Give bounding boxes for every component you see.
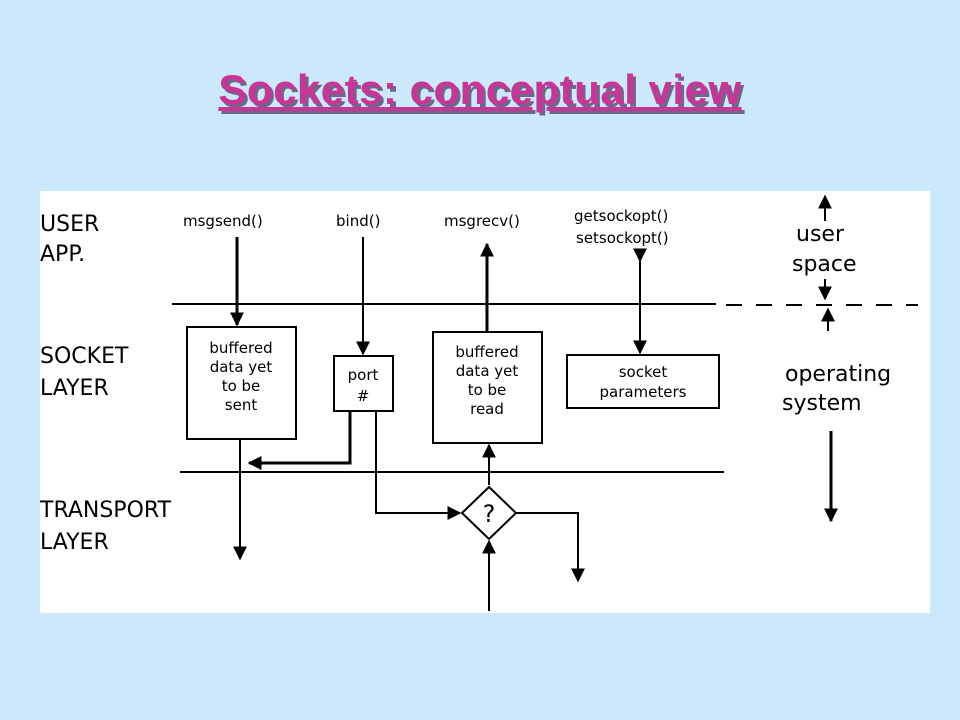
layer-label-user-line2: APP.	[40, 242, 85, 267]
demux-decision-diamond	[460, 485, 518, 541]
demux-decision-text: ?	[483, 500, 496, 528]
layer-label-transport-line2: LAYER	[40, 530, 109, 555]
layer-label-user-line1: USER	[40, 212, 99, 237]
decision-forward-arrow	[516, 512, 585, 583]
call-label-setsockopt: setsockopt()	[576, 229, 669, 247]
operating-system-label-1: operating	[785, 362, 891, 387]
layer-label-socket-line1: SOCKET	[40, 344, 129, 369]
socket-parameters-text-2: parameters	[599, 383, 686, 401]
operating-system-label-2: system	[782, 391, 862, 416]
socket-diagram: USER APP. SOCKET LAYER TRANSPORT LAYER m…	[40, 191, 930, 613]
call-label-msgrecv: msgrecv()	[444, 212, 520, 230]
recv-buffer-text-2: data yet	[456, 362, 519, 380]
layer-label-transport-line1: TRANSPORT	[40, 498, 172, 523]
send-buffer-text-4: sent	[225, 396, 258, 414]
call-label-getsockopt: getsockopt()	[574, 207, 668, 225]
recv-buffer-text-1: buffered	[455, 343, 518, 361]
port-text-2: #	[357, 387, 370, 405]
port-text-1: port	[348, 366, 379, 384]
diagram-canvas: USER APP. SOCKET LAYER TRANSPORT LAYER m…	[40, 194, 918, 611]
slide-title: Sockets: conceptual view	[218, 66, 742, 113]
call-label-msgsend: msgsend()	[183, 212, 263, 230]
user-space-label-2: space	[792, 252, 857, 277]
call-label-bind: bind()	[336, 212, 380, 230]
layer-label-socket-line2: LAYER	[40, 376, 109, 401]
port-box	[333, 355, 394, 412]
send-buffer-box	[186, 326, 297, 440]
recv-buffer-text-4: read	[470, 400, 504, 418]
user-space-label-1: user	[796, 222, 845, 247]
socket-parameters-box	[566, 354, 720, 409]
send-buffer-text-3: to be	[222, 377, 261, 395]
recv-buffer-text-3: to be	[468, 381, 507, 399]
socket-parameters-text-1: socket	[619, 363, 668, 381]
port-to-decision-arrow	[375, 412, 462, 520]
port-to-send-arrow	[247, 412, 352, 470]
send-buffer-text-1: buffered	[209, 339, 272, 357]
send-buffer-text-2: data yet	[210, 358, 273, 376]
recv-buffer-box	[432, 331, 543, 444]
